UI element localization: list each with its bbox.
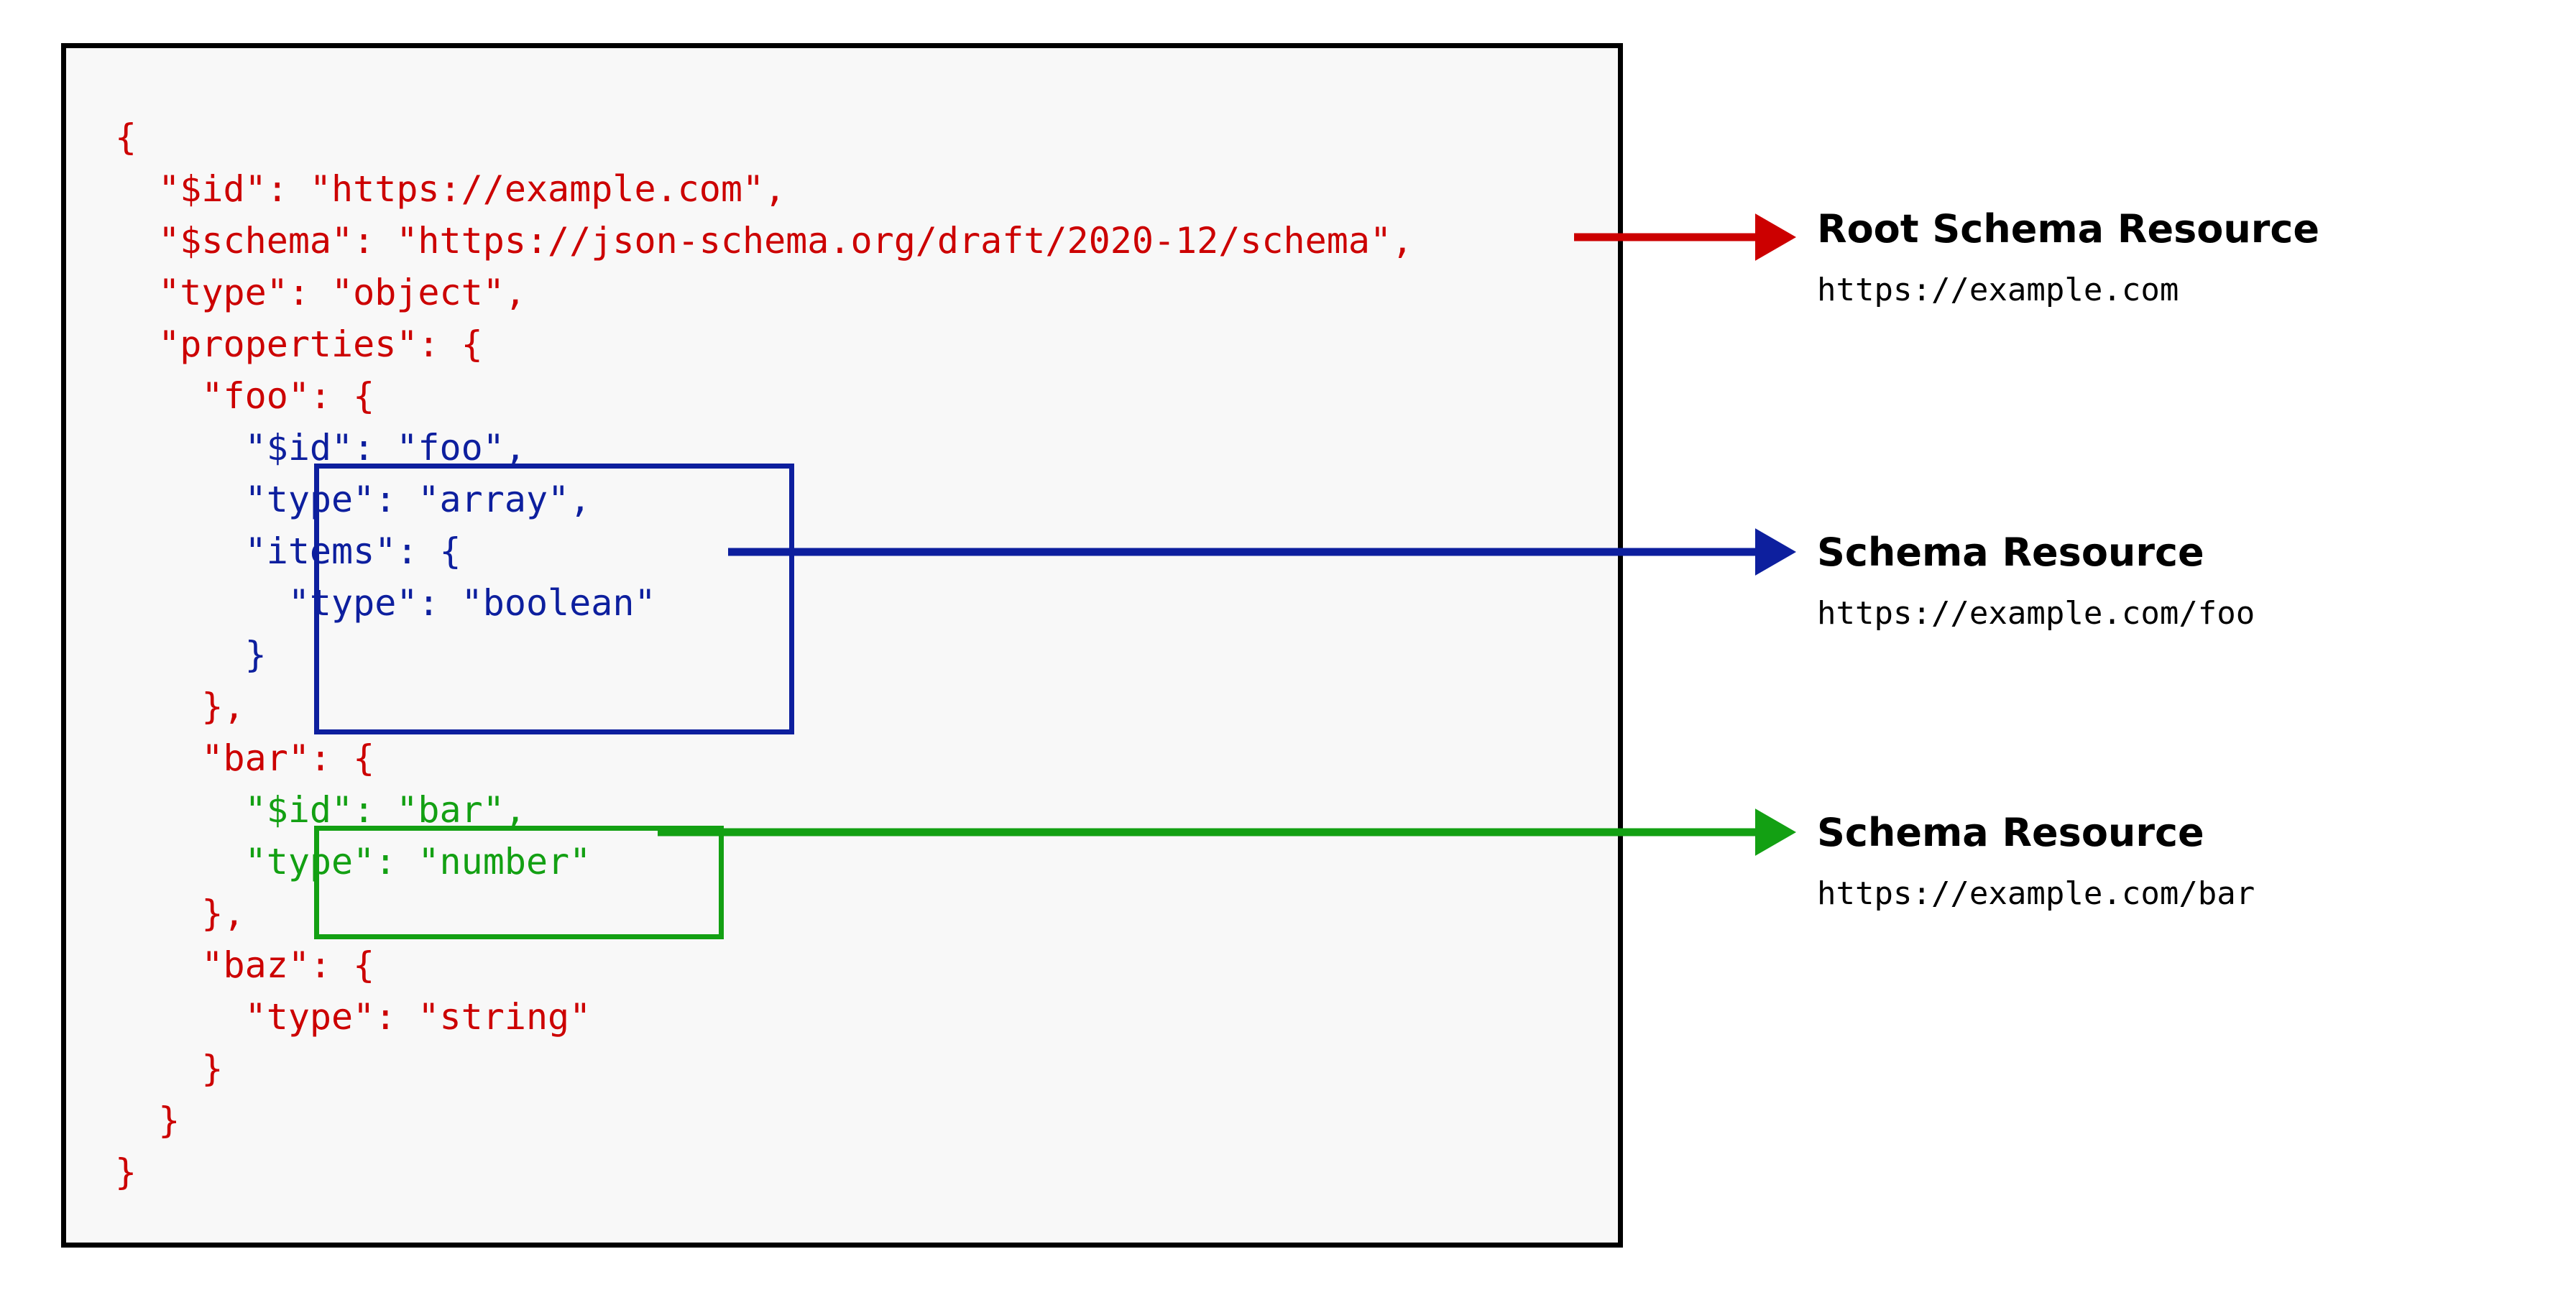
code-line: "type": "number": [115, 841, 592, 882]
foo-schema-resource-label-group: Schema Resource https://example.com/foo: [1817, 530, 2255, 634]
code-line: },: [115, 686, 245, 727]
code-line: },: [115, 893, 245, 934]
foo-schema-resource-uri: https://example.com/foo: [1817, 595, 2255, 632]
code-line: "baz": {: [115, 944, 375, 986]
root-schema-resource-uri: https://example.com: [1817, 272, 2179, 308]
root-schema-resource-title: Root Schema Resource: [1817, 206, 2320, 252]
code-line: }: [115, 634, 267, 676]
code-line: "$id": "foo",: [115, 427, 526, 469]
code-line: "type": "boolean": [115, 582, 656, 624]
root-schema-resource-label-group: Root Schema Resource https://example.com: [1817, 207, 2319, 310]
code-line: "type": "array",: [115, 479, 592, 520]
code-line: "$schema": "https://json-schema.org/draf…: [115, 220, 1414, 262]
code-line: }: [115, 1151, 137, 1193]
foo-schema-resource-title: Schema Resource: [1817, 530, 2204, 575]
bar-schema-resource-uri: https://example.com/bar: [1817, 875, 2255, 912]
code-line: "type": "string": [115, 996, 592, 1038]
code-line: "items": {: [115, 530, 461, 572]
code-line: "$id": "https://example.com",: [115, 168, 786, 210]
code-line: {: [115, 116, 137, 158]
code-line: "type": "object",: [115, 272, 526, 313]
code-line: }: [115, 1048, 224, 1089]
bar-schema-resource-title: Schema Resource: [1817, 810, 2204, 855]
json-code-block: { "$id": "https://example.com", "$schema…: [115, 111, 1413, 1198]
bar-schema-resource-label-group: Schema Resource https://example.com/bar: [1817, 811, 2255, 914]
code-line: "foo": {: [115, 375, 375, 417]
code-line: }: [115, 1100, 180, 1141]
code-line: "bar": {: [115, 737, 375, 779]
code-line: "properties": {: [115, 323, 483, 365]
json-code-panel: { "$id": "https://example.com", "$schema…: [61, 43, 1623, 1248]
code-line: "$id": "bar",: [115, 789, 526, 831]
